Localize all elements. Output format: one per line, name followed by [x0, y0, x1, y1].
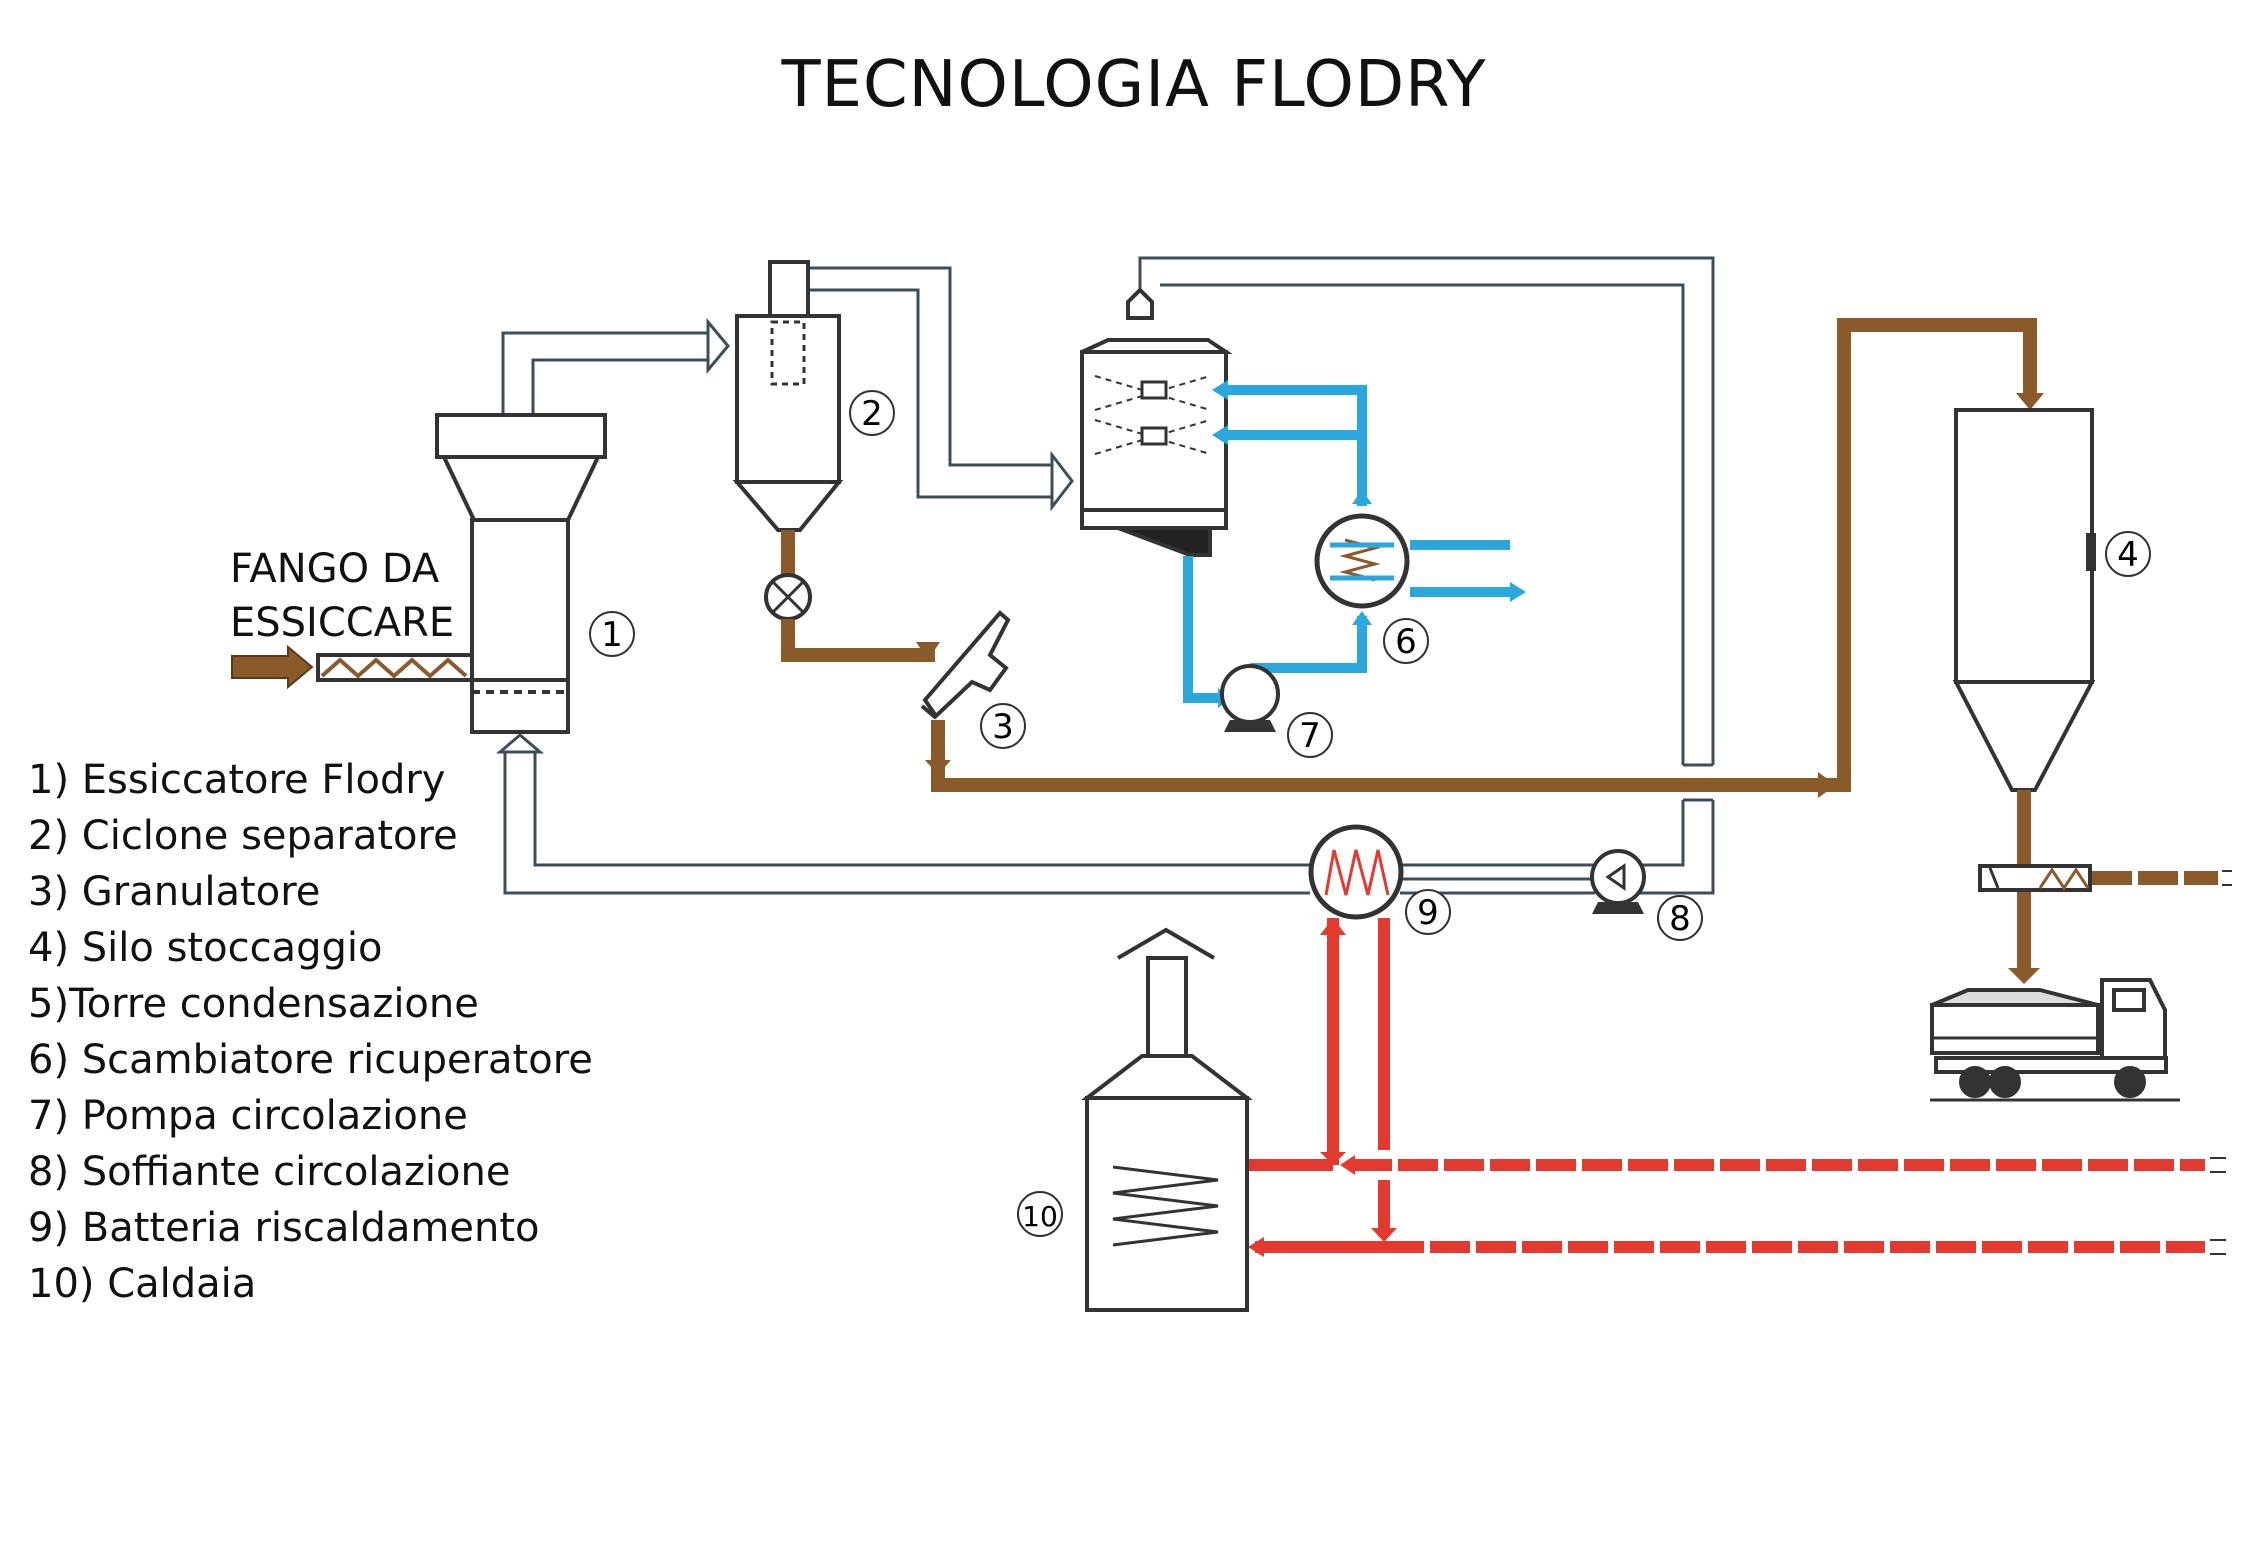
svg-text:4: 4 — [2117, 535, 2139, 575]
legend-item: 1) Essiccatore Flodry — [28, 757, 446, 803]
marker-8: 8 — [1657, 895, 1703, 941]
feed-label-line: FANGO DA — [230, 546, 440, 592]
page-title: TECNOLOGIA FLODRY — [781, 48, 1487, 122]
svg-text:8: 8 — [1669, 899, 1691, 939]
granulator — [920, 610, 1011, 720]
legend-item: 6) Scambiatore ricuperatore — [28, 1037, 593, 1083]
marker-3: 3 — [980, 703, 1026, 749]
hot-water-arrows — [1248, 918, 1397, 1257]
feed-label: FANGO DA ESSICCARE — [230, 542, 454, 650]
legend-item: 5)Torre condensazione — [28, 981, 479, 1027]
marker-10: 10 — [1017, 1191, 1063, 1237]
legend-item: 10) Caldaia — [28, 1261, 257, 1307]
dried-product-line — [931, 318, 2037, 792]
marker-1: 1 — [589, 611, 635, 657]
transport-truck — [1930, 978, 2180, 1102]
cyclone-separator — [732, 260, 844, 532]
cooling-water-circuit — [1183, 385, 1512, 703]
marker-9: 9 — [1405, 889, 1451, 935]
gas-ducts — [495, 256, 1715, 895]
svg-text:3: 3 — [992, 707, 1014, 747]
legend-item: 3) Granulatore — [28, 869, 321, 915]
svg-text:7: 7 — [1299, 716, 1321, 756]
svg-text:2: 2 — [861, 394, 883, 434]
legend-item: 8) Soffiante circolazione — [28, 1149, 511, 1195]
marker-7: 7 — [1287, 712, 1333, 758]
recovery-heat-exchanger — [1314, 513, 1410, 609]
legend-item: 4) Silo stoccaggio — [28, 925, 383, 971]
svg-text:9: 9 — [1417, 893, 1439, 933]
hot-water-circuit — [1247, 918, 2205, 1253]
svg-text:6: 6 — [1395, 622, 1417, 662]
storage-silo — [1952, 408, 2096, 792]
legend: 1) Essiccatore Flodry 2) Ciclone separat… — [28, 752, 593, 1312]
product-line-arrows — [925, 393, 2044, 798]
rotary-valve — [764, 530, 940, 662]
feed-label-line: ESSICCARE — [230, 600, 455, 646]
marker-2: 2 — [849, 390, 895, 436]
legend-item: 9) Batteria riscaldamento — [28, 1205, 540, 1251]
legend-item: 2) Ciclone separatore — [28, 813, 458, 859]
silo-discharge — [1978, 790, 2232, 984]
svg-text:1: 1 — [601, 615, 623, 655]
circulation-blower — [1590, 849, 1646, 914]
hot-water-break — [2210, 1157, 2226, 1255]
sludge-feed — [231, 644, 474, 690]
circulation-pump — [1220, 664, 1280, 732]
dryer-flodry — [435, 413, 607, 734]
boiler — [1081, 927, 1253, 1312]
legend-item: 7) Pompa circolazione — [28, 1093, 468, 1139]
marker-4: 4 — [2105, 531, 2151, 577]
condensation-tower — [1080, 287, 1233, 557]
heating-battery — [1308, 824, 1404, 920]
marker-6: 6 — [1383, 618, 1429, 664]
svg-text:10: 10 — [1022, 1200, 1058, 1233]
